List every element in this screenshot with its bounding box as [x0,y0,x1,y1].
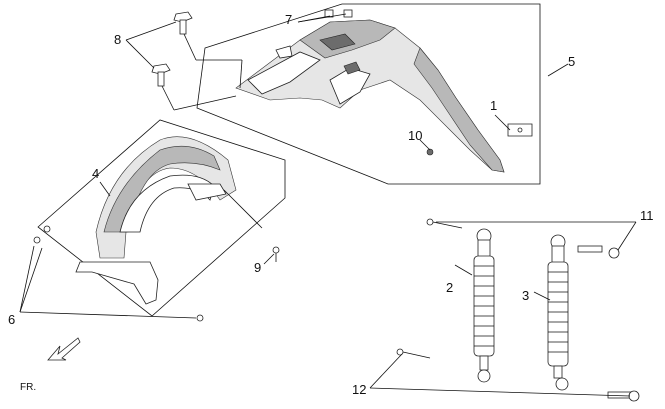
callout-5: 5 [568,54,575,69]
clip-nut-2 [343,9,353,18]
rear-fender [235,19,505,173]
bolt-upper [173,11,193,35]
upper-bolt-left [426,218,463,229]
callout-10: 10 [408,128,422,143]
upper-bolt-right [577,245,620,259]
screw-6b [33,236,41,244]
screw-6c [196,314,204,322]
callout-9: 9 [254,260,261,275]
shock-absorber-right [547,234,569,391]
callout-2: 2 [446,280,453,295]
front-fender [75,136,237,305]
lower-bolt-right [607,390,640,402]
callout-1: 1 [490,98,497,113]
leader-lines [19,13,637,397]
callout-4: 4 [92,166,99,181]
callout-7: 7 [285,12,292,27]
callout-11: 11 [640,208,654,223]
rear-fender-group-frame [196,3,541,185]
front-fender-group-frame [37,119,286,317]
front-direction-arrow [47,337,81,361]
callout-12: 12 [352,382,366,397]
shock-absorber-left [473,228,495,383]
callout-3: 3 [522,288,529,303]
bolt-lower [151,63,171,87]
screw [272,246,280,262]
screw-6a [43,225,51,233]
callout-6: 6 [8,312,15,327]
nut [426,148,434,156]
direction-label: FR. [20,382,36,393]
bracket-hole [517,127,523,133]
lower-bolt-left [396,348,431,359]
callout-8: 8 [114,32,121,47]
